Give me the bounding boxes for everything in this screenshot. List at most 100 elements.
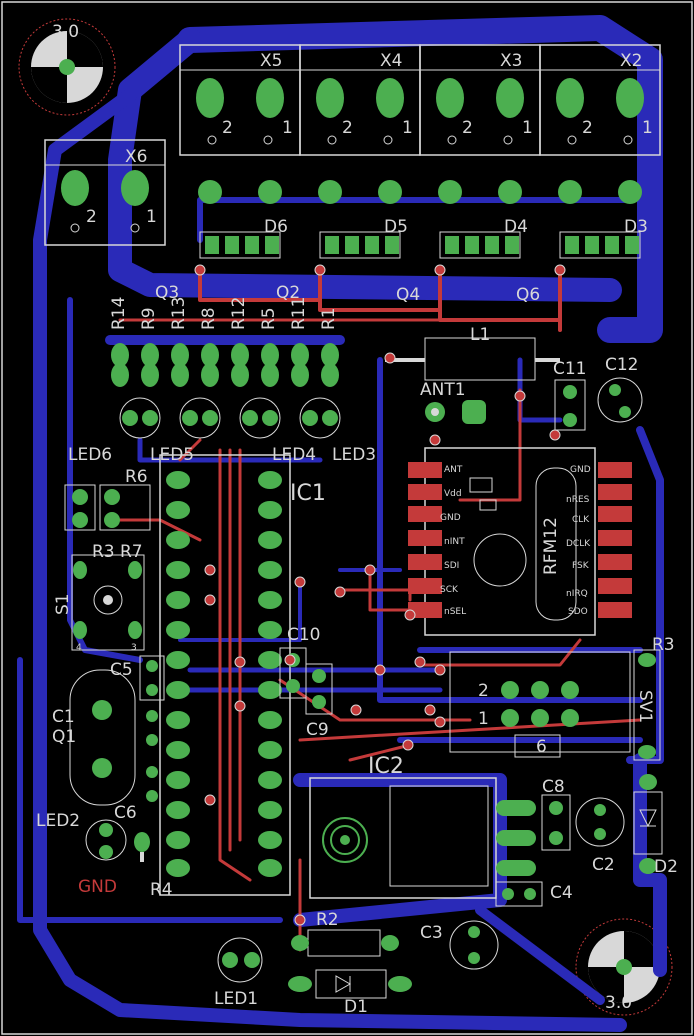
r13-label: R13 [169, 297, 189, 330]
ic1-footprint [159, 454, 291, 896]
terminal-block-x4 [299, 44, 421, 156]
capacitor-c4 [495, 881, 543, 907]
x5-label: X5 [260, 51, 282, 71]
ant1-label: ANT1 [420, 380, 466, 400]
rfm-nsel-label: nSEL [444, 607, 466, 617]
x6-label: X6 [125, 147, 147, 167]
diode-d2 [633, 774, 663, 874]
led3-label: LED3 [332, 445, 376, 465]
ic2-pads [496, 800, 536, 876]
capacitor-c12 [597, 377, 643, 423]
x3-pin1-label: 1 [522, 118, 533, 138]
x5-pin1-label: 1 [282, 118, 293, 138]
s1-pin3-label: 3 [131, 643, 137, 653]
q2-label: Q2 [276, 283, 300, 303]
d6-label: D6 [264, 217, 288, 237]
x3-label: X3 [500, 51, 522, 71]
resistor-labels-row: R14 R9 R13 R8 R12 R5 R11 R1 [109, 297, 339, 330]
c4-label: C4 [550, 883, 573, 903]
terminal-block-x3 [419, 44, 541, 156]
r5-label: R5 [259, 307, 279, 330]
ic2-regulator [309, 777, 497, 899]
c1-label: C1 [52, 707, 75, 727]
rfm-fsk-label: FSK [572, 561, 590, 571]
s1-pin4-label: 4 [76, 643, 82, 653]
d5-label: D5 [384, 217, 408, 237]
r3-left-label: R3 [92, 542, 115, 562]
transistor-footprints [199, 231, 641, 259]
x4-pin2-label: 2 [342, 118, 353, 138]
c9-label: C9 [306, 720, 329, 740]
l1-label: L1 [470, 325, 490, 345]
r8-label: R8 [199, 307, 219, 330]
c1-c6-pads [146, 710, 158, 802]
diode-pads-row [198, 180, 642, 204]
r3-label: R3 [652, 635, 675, 655]
terminal-block-x6 [44, 139, 166, 246]
c10-label: C10 [287, 625, 321, 645]
r9-label: R9 [139, 307, 159, 330]
c2-label: C2 [592, 855, 615, 875]
q3-label: Q3 [155, 283, 179, 303]
q1-label: Q1 [52, 727, 76, 747]
resistor-r3 [633, 649, 661, 761]
vias [194, 264, 566, 926]
d1-label: D1 [344, 997, 368, 1017]
rfm-ant-label: ANT [444, 465, 463, 475]
resistor-r4 [134, 832, 150, 862]
resistor-r2 [291, 929, 399, 957]
sv1-pin6-label: 6 [536, 737, 547, 757]
r6-label: R6 [125, 467, 148, 487]
x4-pin1-label: 1 [402, 118, 413, 138]
sv1-label: SV1 [635, 690, 655, 723]
rfm-vdd-label: Vdd [444, 489, 462, 499]
q6-label: Q6 [516, 285, 540, 305]
x5-pin2-label: 2 [222, 118, 233, 138]
rfm-sdi-label: SDI [444, 561, 459, 571]
r7-label: R7 [120, 542, 143, 562]
ic1-pads [166, 471, 282, 877]
ic1-label: IC1 [290, 481, 326, 506]
c12-label: C12 [605, 355, 639, 375]
c6-label: C6 [114, 803, 137, 823]
rfm-nres-label: nRES [566, 495, 590, 505]
switch-s1 [71, 554, 145, 651]
terminal-block-x2 [539, 44, 661, 156]
x6-pin1-label: 1 [146, 207, 157, 227]
resistor-pads [111, 343, 339, 387]
led4-label: LED4 [272, 445, 316, 465]
c3-label: C3 [420, 923, 443, 943]
rfm-gnd-left-label: GND [440, 513, 461, 523]
mounting-hole-bottom-right [575, 918, 673, 1016]
gnd-label: GND [78, 877, 117, 897]
x6-pin2-label: 2 [86, 207, 97, 227]
r1-label: R1 [319, 307, 339, 330]
d4-label: D4 [504, 217, 528, 237]
x2-label: X2 [620, 51, 642, 71]
diode-d1 [288, 969, 412, 999]
antenna-ant1 [425, 400, 486, 424]
capacitor-c9 [305, 663, 333, 715]
led1-label: LED1 [214, 989, 258, 1009]
capacitor-c2 [575, 797, 625, 847]
capacitor-c8 [541, 794, 571, 851]
rfm-sck-label: SCK [440, 585, 459, 595]
capacitor-c11 [554, 379, 586, 431]
r2-label: R2 [316, 910, 339, 930]
x2-pin1-label: 1 [642, 118, 653, 138]
rfm12-pads [408, 462, 632, 618]
rfm12-label: RFM12 [541, 517, 561, 575]
header-sv1 [449, 651, 631, 758]
led2-label: LED2 [36, 811, 80, 831]
ic2-label: IC2 [368, 754, 404, 779]
led1 [217, 937, 263, 983]
c5-label: C5 [110, 660, 133, 680]
rfm-gnd-right-label: GND [570, 465, 591, 475]
led6-label: LED6 [68, 445, 112, 465]
mounting-hole-top-left [18, 18, 116, 116]
led2 [85, 819, 127, 861]
x2-pin2-label: 2 [582, 118, 593, 138]
